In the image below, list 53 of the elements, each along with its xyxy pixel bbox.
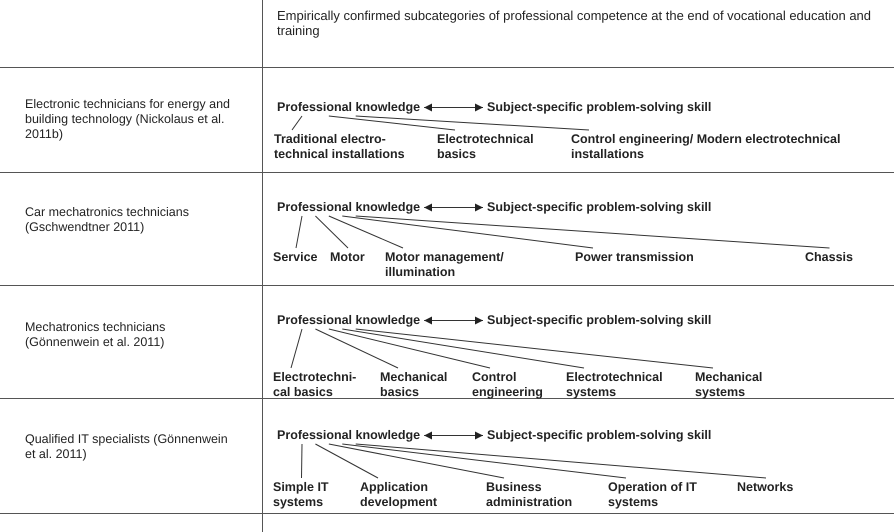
double-arrow [424, 316, 484, 324]
connector-line [328, 444, 504, 478]
double-arrow [424, 104, 484, 112]
row-label: Electronic technicians for energy and building technology (Nickolaus et al. 2011b) [25, 97, 231, 142]
subcategory-text: Control engineering [472, 370, 544, 400]
competence-text: Professional knowledge [277, 313, 420, 328]
connector-line [328, 328, 490, 368]
subcategory-text: Application development [360, 480, 439, 510]
double-arrow [424, 204, 484, 212]
connector-line [342, 444, 626, 478]
column-header: Empirically confirmed subcategories of professional competence at the end of vocational education and training [277, 8, 872, 38]
connector-line [355, 444, 766, 478]
subcategory-text: Chassis [805, 250, 854, 265]
connector-line [314, 444, 378, 478]
connector-line [301, 444, 302, 478]
connector-line [292, 116, 302, 130]
connector-line [314, 328, 398, 368]
connector-line [355, 216, 830, 248]
subcategory-text: Operation of IT systems [608, 480, 698, 510]
subcategory-text: Control engineering/ Modern electrotechnical installations [571, 132, 842, 162]
competence-text: Subject-specific problem-solving skill [487, 200, 712, 215]
row-label: Mechatronics technicians (Gönnenwein et al. 2011) [25, 320, 166, 350]
double-arrow [424, 432, 484, 440]
connector-line [355, 116, 590, 130]
subcategory-text: Motor management/ illumination [385, 250, 505, 280]
subcategory-text: Electrotechnical systems [566, 370, 664, 400]
subcategory-text: Electrotechni-cal basics [273, 370, 358, 400]
subcategory-text: Mechanical systems [695, 370, 764, 400]
subcategory-text: Networks [737, 480, 795, 495]
competence-text: Professional knowledge [277, 200, 420, 215]
competence-text: Professional knowledge [277, 100, 420, 115]
row-label: Qualified IT specialists (Gönnenwein et al. 2011) [25, 432, 229, 462]
connector-line [328, 216, 404, 248]
connector-line [342, 328, 584, 368]
competence-text: Subject-specific problem-solving skill [487, 100, 712, 115]
connector-line [342, 216, 594, 248]
connector-line [328, 116, 456, 130]
connector-line [355, 328, 714, 368]
subcategory-text: Service [273, 250, 319, 265]
competence-text: Professional knowledge [277, 428, 420, 443]
connector-line [314, 216, 348, 248]
subcategory-text: Power transmission [575, 250, 695, 265]
row-label: Car mechatronics technicians (Gschwendtner 2011) [25, 205, 190, 235]
subcategory-text: Motor [330, 250, 366, 265]
subcategory-text: Business administration [486, 480, 574, 510]
subcategory-text: Electrotechnical basics [437, 132, 535, 162]
competence-text: Subject-specific problem-solving skill [487, 313, 712, 328]
subcategory-text: Simple IT systems [273, 480, 330, 510]
competence-text: Subject-specific problem-solving skill [487, 428, 712, 443]
connector-line [296, 216, 302, 248]
subcategory-text: Mechanical basics [380, 370, 449, 400]
subcategory-text: Traditional electro-technical installations [274, 132, 406, 162]
connector-line [290, 328, 302, 368]
